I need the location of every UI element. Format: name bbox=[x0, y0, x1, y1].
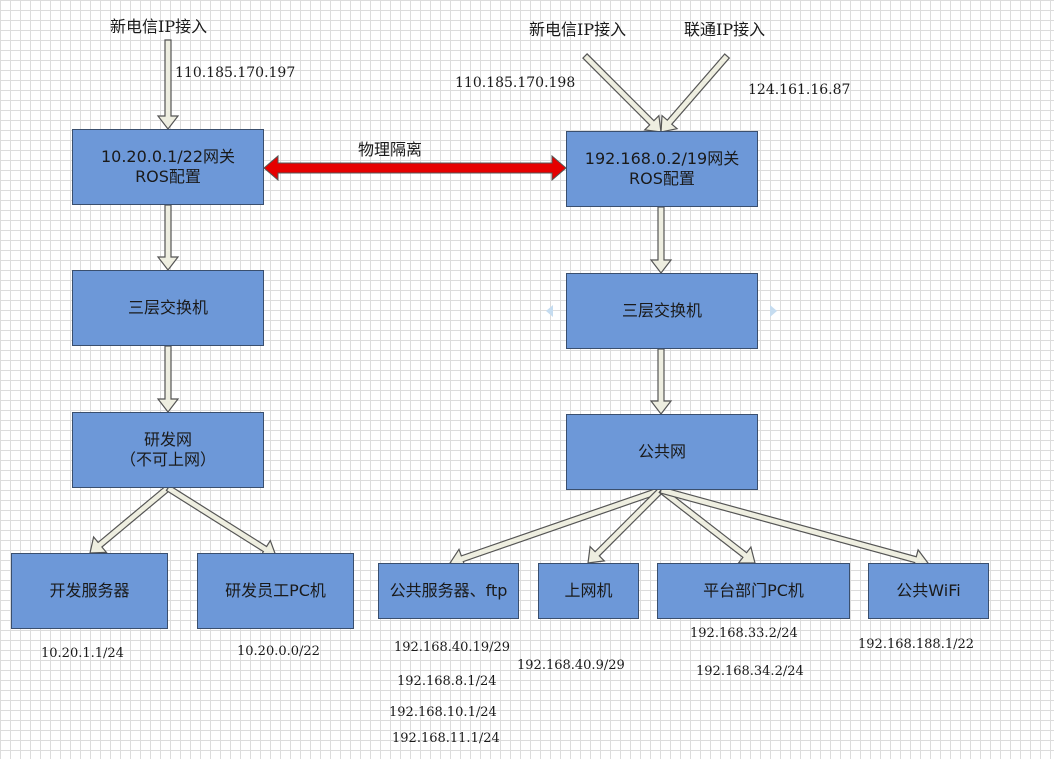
dev-pc-box[interactable]: 研发员工PC机 bbox=[197, 553, 354, 629]
left-source-arrow bbox=[156, 39, 180, 130]
dev-server-box[interactable]: 开发服务器 bbox=[11, 553, 168, 629]
dev-server-ip: 10.20.1.1/24 bbox=[41, 646, 124, 661]
public-server-ip: 192.168.40.19/29 bbox=[394, 640, 511, 655]
left-source-ip: 110.185.170.197 bbox=[175, 65, 296, 81]
left-scroll-marker bbox=[546, 305, 553, 317]
right-gateway-box[interactable]: 192.168.0.2/19网关 ROS配置 bbox=[566, 131, 758, 207]
dev-server-arrow bbox=[89, 484, 171, 554]
right-source1-label: 新电信IP接入 bbox=[529, 20, 627, 39]
left-gateway-box[interactable]: 10.20.0.1/22网关 ROS配置 bbox=[72, 129, 264, 205]
dev-pc-ip: 10.20.0.0/22 bbox=[237, 644, 320, 659]
isolation-label: 物理隔离 bbox=[358, 140, 423, 159]
public-wifi-box[interactable]: 公共WiFi bbox=[868, 563, 989, 619]
public-wifi-arrow bbox=[659, 486, 929, 571]
public-server-ip: 192.168.8.1/24 bbox=[397, 674, 497, 689]
left-gateway-switch-arrow bbox=[156, 204, 180, 271]
public-server-ip: 192.168.10.1/24 bbox=[389, 705, 497, 720]
platform-pc-box[interactable]: 平台部门PC机 bbox=[657, 563, 850, 619]
right-source1-ip: 110.185.170.198 bbox=[455, 75, 576, 91]
left-switch-network-arrow bbox=[156, 345, 180, 413]
left-network-box[interactable]: 研发网 （不可上网） bbox=[72, 412, 264, 488]
internet-pc-ip: 192.168.40.9/29 bbox=[517, 658, 625, 673]
right-switch-box[interactable]: 三层交换机 bbox=[566, 273, 758, 349]
public-wifi-ip: 192.168.188.1/22 bbox=[858, 637, 975, 652]
dev-pc-arrow bbox=[165, 484, 277, 559]
right-switch-network-arrow bbox=[649, 348, 673, 415]
platform-pc-ip: 192.168.34.2/24 bbox=[696, 664, 804, 679]
public-server-box[interactable]: 公共服务器、ftp bbox=[378, 563, 519, 619]
right-source2-label: 联通IP接入 bbox=[684, 20, 766, 39]
right-source1-arrow bbox=[582, 53, 662, 133]
internet-pc-arrow bbox=[587, 487, 664, 564]
left-switch-box[interactable]: 三层交换机 bbox=[72, 270, 264, 346]
left-source-label: 新电信IP接入 bbox=[110, 17, 208, 36]
right-source2-arrow bbox=[660, 53, 731, 133]
public-server-arrow bbox=[449, 486, 663, 570]
internet-pc-box[interactable]: 上网机 bbox=[538, 563, 639, 619]
right-gateway-switch-arrow bbox=[649, 206, 673, 274]
platform-pc-arrow bbox=[658, 486, 756, 564]
right-scroll-marker bbox=[770, 305, 777, 317]
public-server-ip: 192.168.11.1/24 bbox=[392, 731, 500, 746]
right-network-box[interactable]: 公共网 bbox=[566, 414, 758, 490]
platform-pc-ip: 192.168.33.2/24 bbox=[690, 626, 798, 641]
right-source2-ip: 124.161.16.87 bbox=[748, 82, 851, 98]
